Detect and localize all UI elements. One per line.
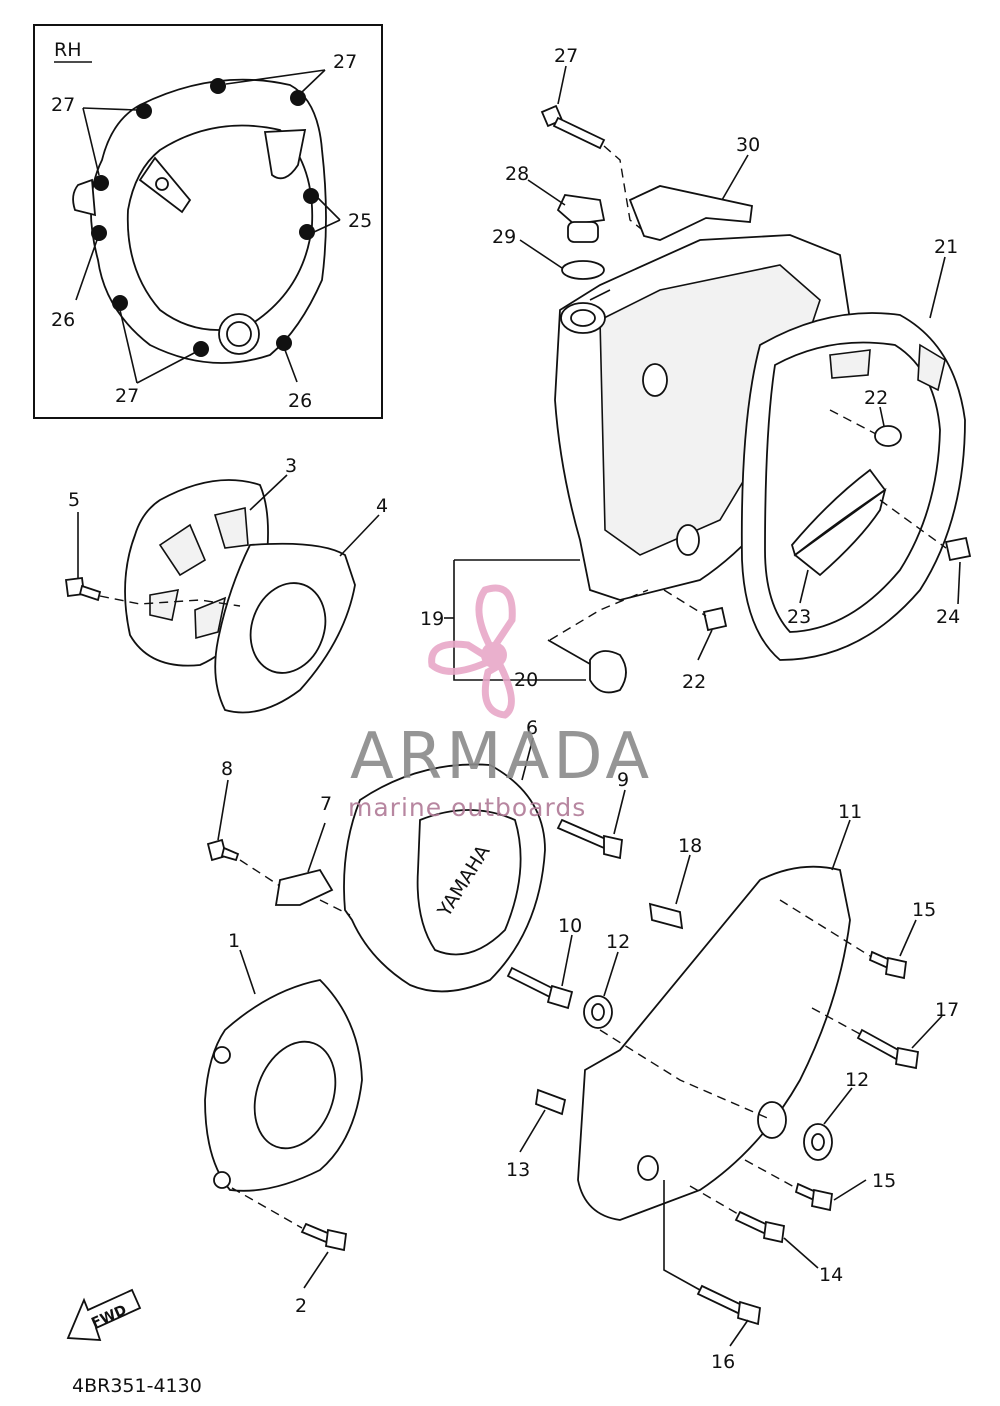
callout-15-top: 15 — [912, 899, 936, 921]
callout-15-bottom: 15 — [872, 1170, 896, 1192]
part-9-bolt — [556, 818, 623, 860]
part-12-seal-right — [803, 1123, 833, 1161]
callout-21: 21 — [934, 236, 958, 258]
armada-watermark: ARMADA marine outboards — [348, 584, 653, 822]
callout-27-right: 27 — [554, 45, 578, 67]
callout-27-left: 27 — [51, 94, 75, 116]
callout-12-left: 12 — [606, 931, 630, 953]
rh-inset: RH — [33, 24, 383, 419]
callout-11: 11 — [838, 801, 862, 823]
callout-4: 4 — [376, 495, 388, 517]
callout-18: 18 — [678, 835, 702, 857]
watermark-title: ARMADA — [350, 720, 653, 794]
callout-22-bottom: 22 — [682, 671, 706, 693]
callout-7: 7 — [320, 793, 332, 815]
callout-1: 1 — [228, 930, 240, 952]
part-8-bolt — [206, 838, 240, 862]
callout-27-bottom: 27 — [115, 385, 139, 407]
part-7-clip — [274, 868, 334, 906]
callout-24: 24 — [936, 606, 960, 628]
part-17-bolt — [856, 1028, 919, 1070]
part-24-bolt — [944, 536, 972, 562]
callout-12-right: 12 — [845, 1069, 869, 1091]
part-29-oring — [561, 260, 605, 280]
callout-20: 20 — [514, 669, 538, 691]
callout-17: 17 — [935, 999, 959, 1021]
callout-26-right: 26 — [288, 390, 312, 412]
callout-23: 23 — [787, 606, 811, 628]
callout-29: 29 — [492, 226, 516, 248]
callout-8: 8 — [221, 758, 233, 780]
part-12-seal-left — [583, 995, 613, 1029]
part-15-bolt-top — [868, 950, 907, 980]
callout-10: 10 — [558, 915, 582, 937]
callout-22-top: 22 — [864, 387, 888, 409]
part-30-bracket — [628, 185, 753, 241]
drawing-number: 4BR351-4130 — [72, 1375, 202, 1397]
part-22-pin-bottom — [702, 606, 728, 632]
inset-title: RH — [54, 39, 82, 61]
crankcase-cover — [554, 234, 851, 601]
callout-19: 19 — [420, 608, 444, 630]
part-15-bolt-bottom — [794, 1182, 833, 1212]
callout-28: 28 — [505, 163, 529, 185]
part-16-bolt — [696, 1284, 761, 1326]
part-27-bolt-top — [540, 104, 606, 150]
callout-6: 6 — [526, 717, 538, 739]
callout-16: 16 — [711, 1351, 735, 1373]
part-13-pin — [535, 1088, 567, 1116]
propeller-logo — [428, 584, 516, 719]
callout-2: 2 — [295, 1295, 307, 1317]
watermark-subtitle: marine outboards — [348, 793, 586, 822]
part-5-bolt — [64, 576, 102, 602]
callout-30: 30 — [736, 134, 760, 156]
callout-13: 13 — [506, 1159, 530, 1181]
callout-27-top: 27 — [333, 51, 357, 73]
callout-5: 5 — [68, 489, 80, 511]
part-14-bolt — [734, 1210, 785, 1244]
callout-26-left: 26 — [51, 309, 75, 331]
part-18-pin — [648, 902, 684, 930]
part-11-cover — [577, 865, 851, 1221]
part-22-pin-top — [874, 425, 902, 447]
inset-screw-dots — [91, 78, 319, 357]
callout-14: 14 — [819, 1264, 843, 1286]
inset-leaders — [75, 69, 341, 384]
part-1-cover — [204, 979, 363, 1192]
part-10-bolt — [506, 966, 574, 1010]
part-2-bolt — [300, 1222, 347, 1252]
callout-9: 9 — [617, 769, 629, 791]
fwd-arrow: FWD — [66, 1288, 142, 1341]
part-28-cap — [556, 194, 606, 243]
rh-cover-outline — [72, 78, 327, 364]
part-4-gasket — [214, 542, 356, 714]
callout-3: 3 — [285, 455, 297, 477]
part-20-plug — [589, 650, 627, 694]
part-6-cover: YAMAHA — [343, 763, 546, 993]
part-23-plate — [790, 468, 887, 577]
callout-25: 25 — [348, 210, 372, 232]
